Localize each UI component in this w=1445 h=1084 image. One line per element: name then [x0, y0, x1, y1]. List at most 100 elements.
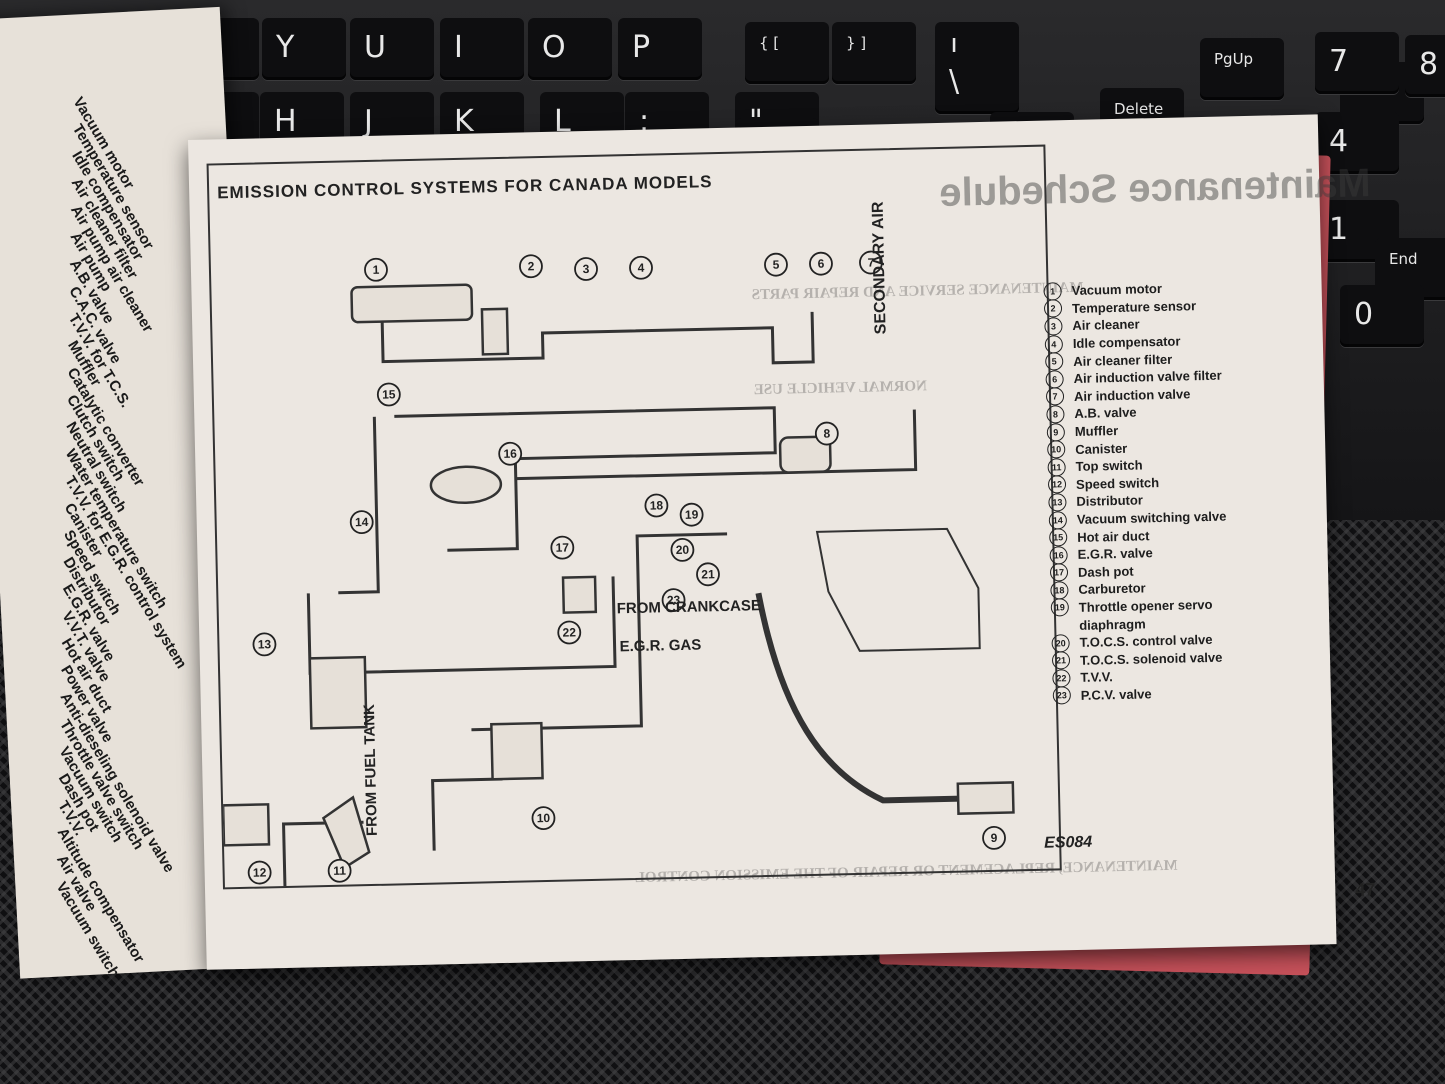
- key-label: PgUp: [1214, 50, 1254, 68]
- keyboard-key: PgUp: [1200, 38, 1284, 100]
- diagram-callout: 3: [574, 257, 598, 281]
- callout-number: 16: [503, 447, 517, 461]
- callout-number: 20: [676, 543, 690, 557]
- legend-number: 22: [1052, 668, 1071, 688]
- diagram-callout: 19: [679, 502, 704, 527]
- hose-canister: [471, 532, 728, 732]
- from-fuel-tank-label: FROM FUEL TANK: [360, 703, 381, 837]
- legend-number: 18: [1050, 581, 1069, 600]
- distributor-body: [308, 655, 368, 730]
- legend-label: T.O.C.S. solenoid valve: [1079, 649, 1223, 668]
- legend-number: 5: [1045, 352, 1064, 371]
- keyboard-key: { [: [745, 22, 829, 84]
- hose-lower: [306, 576, 617, 675]
- callout-number: 22: [562, 625, 576, 639]
- legend-label: Idle compensator: [1072, 333, 1181, 352]
- hose-main: [380, 309, 815, 365]
- callout-number: 5: [772, 258, 779, 272]
- transmission: [321, 795, 371, 870]
- key-label: 4: [1329, 124, 1349, 159]
- legend-number: 1: [1043, 282, 1062, 301]
- legend-label: Air cleaner: [1072, 316, 1140, 334]
- key-label: |: [949, 34, 959, 69]
- diagram-callout: 9: [982, 825, 1006, 850]
- diagram-callout: 8: [814, 421, 839, 446]
- diagram-callout: 22: [557, 620, 582, 645]
- from-crankcase-label: FROM CRANKCASE: [616, 597, 762, 618]
- legend-number: 9: [1046, 422, 1066, 442]
- key-label: L: [554, 104, 571, 139]
- speed-switch-box: [221, 803, 271, 847]
- callout-number: 19: [685, 508, 699, 522]
- callout-number: 17: [556, 540, 570, 554]
- legend-label: Distributor: [1076, 492, 1144, 510]
- legend-number: 16: [1049, 545, 1068, 565]
- legend-label: P.C.V. valve: [1080, 686, 1152, 703]
- legend-label: Vacuum motor: [1071, 281, 1163, 299]
- legend-label: E.G.R. valve: [1077, 545, 1153, 563]
- key-label: ;: [639, 104, 650, 139]
- legend-label: Air induction valve filter: [1073, 367, 1222, 387]
- legend-label: T.V.V.: [1080, 669, 1113, 686]
- legend-label: Dash pot: [1077, 563, 1134, 580]
- callout-number: 21: [701, 567, 715, 581]
- legend-number: 12: [1047, 475, 1067, 494]
- legend-number: 4: [1044, 334, 1064, 354]
- callout-number: 13: [258, 637, 272, 651]
- key-label: { [: [759, 34, 780, 52]
- diagram-callout: 13: [252, 632, 277, 657]
- legend-number: 15: [1049, 528, 1068, 547]
- ab-valve: [778, 435, 832, 474]
- callout-number: 2: [527, 259, 534, 273]
- engine-block: [815, 527, 981, 652]
- callout-number: 4: [638, 261, 645, 275]
- callout-number: 18: [650, 498, 664, 512]
- callout-number: 1: [372, 263, 379, 277]
- key-label: 7: [1329, 44, 1349, 79]
- callout-number: 8: [823, 427, 830, 441]
- diagram-callout: 12: [247, 860, 272, 885]
- legend-number: 13: [1048, 493, 1067, 512]
- diagram-callout: 4: [629, 255, 653, 280]
- callout-number: 7: [867, 255, 874, 269]
- callout-number: 15: [382, 387, 396, 401]
- diagram-callout: 2: [519, 254, 543, 279]
- callout-number: 10: [537, 811, 551, 825]
- callout-number: 3: [583, 262, 590, 276]
- legend-number: 14: [1048, 510, 1068, 530]
- egr-valve: [429, 465, 503, 505]
- legend-number: 21: [1051, 651, 1071, 670]
- callout-number: 11: [333, 864, 346, 878]
- key-label: 1: [1329, 212, 1349, 247]
- diagram-callout: 20: [670, 537, 695, 562]
- diagram-code: ES084: [1043, 833, 1093, 852]
- hose-egr: [515, 409, 918, 481]
- key-label: O: [542, 30, 566, 65]
- legend-number: 8: [1046, 405, 1065, 424]
- callout-number: 14: [355, 515, 369, 529]
- diagram-callout: 6: [809, 251, 833, 276]
- legend-label: Speed switch: [1075, 474, 1160, 492]
- legend-number: 6: [1045, 369, 1064, 389]
- diagram-callout: 10: [531, 806, 556, 831]
- keyboard-key: 8: [1405, 35, 1445, 97]
- keyboard-key: I: [440, 18, 524, 80]
- callout-number: 12: [253, 865, 267, 879]
- legend-number: 3: [1044, 317, 1063, 336]
- muffler-box: [956, 781, 1015, 815]
- legend-label: Air induction valve: [1073, 386, 1191, 404]
- callout-number: 9: [991, 831, 998, 845]
- key-label: H: [274, 104, 297, 139]
- legend-label: Temperature sensor: [1071, 298, 1197, 316]
- diagram-callout: 17: [550, 535, 575, 560]
- tvv-box: [561, 575, 598, 614]
- keyboard-key: Y: [262, 18, 346, 80]
- legend-label: Canister: [1075, 440, 1128, 457]
- callout-number: 6: [817, 257, 824, 271]
- egr-gas-label: E.G.R. GAS: [619, 636, 702, 656]
- hose-left: [338, 416, 380, 595]
- key-label: I: [454, 30, 463, 65]
- key-label: Delete: [1114, 100, 1164, 118]
